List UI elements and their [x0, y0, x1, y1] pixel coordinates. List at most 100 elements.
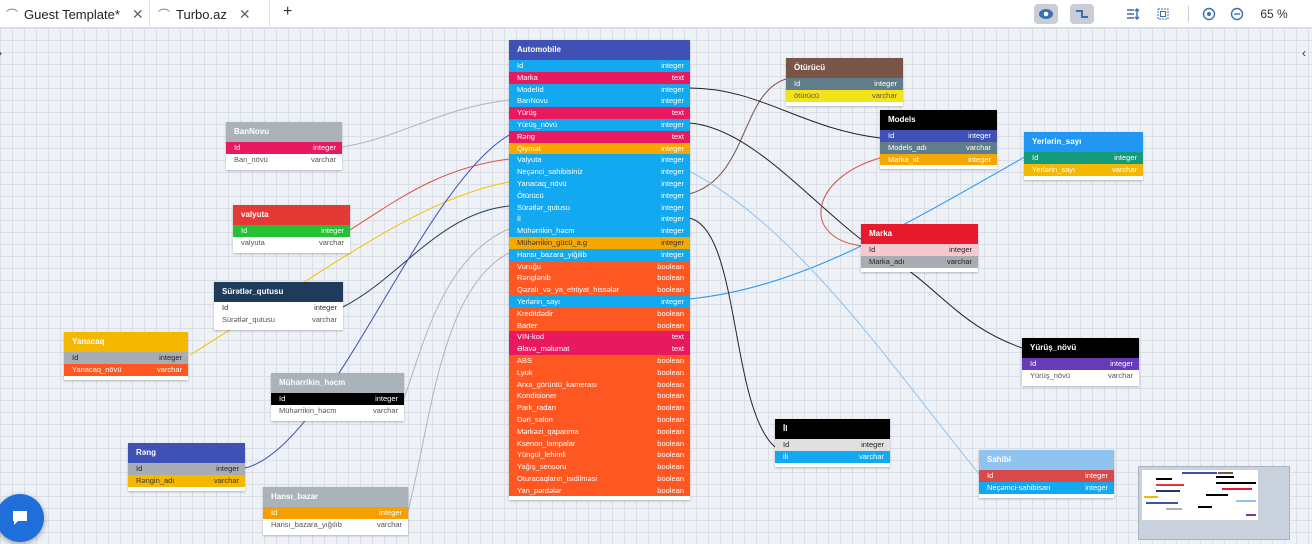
chevron-left-icon[interactable]: › — [0, 46, 2, 60]
tab-turbo-az[interactable]: ⌒ Turbo.az ✕ — [152, 0, 270, 28]
diagram-canvas[interactable]: › ‹ AutomobileIdintegerMarkatextModelIdi… — [0, 28, 1312, 544]
table-title[interactable]: Automobile — [509, 40, 690, 60]
table-title[interactable]: Yanacaq — [64, 332, 188, 352]
target-icon[interactable] — [1200, 4, 1218, 24]
close-icon[interactable]: ✕ — [131, 5, 144, 22]
frame-icon[interactable] — [1154, 4, 1172, 24]
chat-icon[interactable] — [0, 494, 44, 542]
tab-guest-template[interactable]: ⌒ Guest Template* ✕ — [0, 0, 150, 28]
eye-icon[interactable] — [1034, 4, 1058, 24]
zoom-out-icon[interactable] — [1228, 4, 1246, 24]
table-title[interactable]: Yerlərin_sayı — [1024, 132, 1143, 152]
table-title[interactable]: Hansı_bazar — [263, 487, 408, 507]
table-title[interactable]: Yürüş_növü — [1022, 338, 1139, 358]
chevron-right-icon[interactable]: ‹ — [1302, 46, 1306, 60]
minimap[interactable] — [1138, 466, 1290, 540]
fit-icon[interactable] — [1124, 4, 1142, 24]
table-title[interactable]: BanNovu — [226, 122, 342, 142]
table-title[interactable]: Sahibi — [979, 450, 1114, 470]
table-title[interactable]: Sürətlər_qutusu — [214, 282, 343, 302]
table-title[interactable]: Ötürücü — [786, 58, 903, 78]
table-title[interactable]: valyuta — [233, 205, 350, 225]
table-title[interactable]: Marka — [861, 224, 978, 244]
close-icon[interactable]: ✕ — [238, 5, 251, 22]
minimap-viewport[interactable] — [1142, 470, 1258, 520]
table-title[interactable]: Rəng — [128, 443, 245, 463]
table-title[interactable]: Mühərrikin_həcm — [271, 373, 404, 393]
